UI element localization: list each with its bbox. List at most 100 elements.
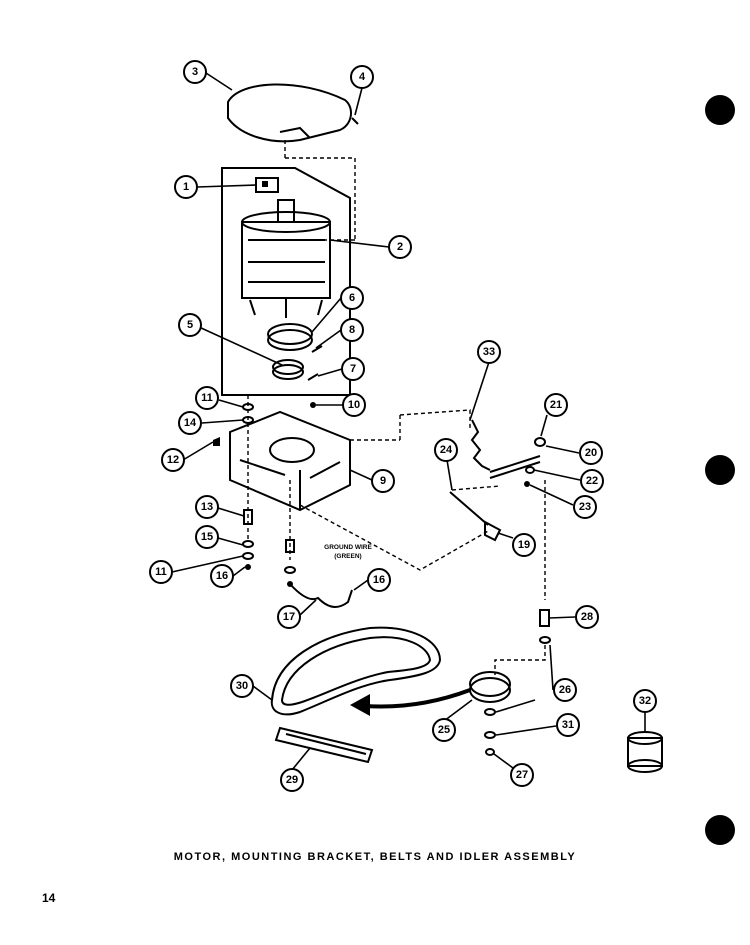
svg-text:10: 10 [348,399,360,411]
callout-30: 30 [230,674,254,698]
motor-switch [255,177,279,193]
motor [241,199,331,318]
svg-text:20: 20 [585,447,597,459]
svg-text:3: 3 [192,66,198,78]
page-number: 14 [42,891,56,905]
svg-text:28: 28 [581,611,593,623]
motor-pulley-small [272,359,304,380]
callout-14: 14 [178,411,202,435]
idler-link-line [451,480,546,600]
idler-rod [449,491,502,542]
idler-arm [489,437,546,487]
svg-text:6: 6 [349,292,355,304]
svg-text:32: 32 [639,695,651,707]
svg-text:14: 14 [184,417,197,429]
callout-22: 22 [580,469,604,493]
callout-9: 9 [371,469,395,493]
callout-2: 2 [388,235,412,259]
svg-text:19: 19 [518,539,530,551]
svg-text:24: 24 [440,444,453,456]
callout-21: 21 [544,393,568,417]
callout-26: 26 [553,678,577,702]
diagram-caption: MOTOR, MOUNTING BRACKET, BELTS AND IDLER… [173,851,577,863]
callout-12: 12 [161,448,185,472]
callout-25: 25 [432,718,456,742]
callout-13: 13 [195,495,219,519]
bracket-link-line [299,409,491,571]
callout-29: 29 [280,768,304,792]
callout-1: 1 [174,175,198,199]
callout-3: 3 [183,60,207,84]
leader-lines [171,72,646,771]
callout-17: 17 [277,605,301,629]
callout-11-top: 11 [195,386,219,410]
svg-text:29: 29 [286,774,298,786]
callout-31: 31 [556,713,580,737]
mounting-bracket [229,410,351,512]
svg-text:22: 22 [586,475,598,487]
svg-text:27: 27 [516,769,528,781]
svg-text:15: 15 [201,531,213,543]
svg-text:9: 9 [380,475,386,487]
callout-7: 7 [341,357,365,381]
callout-10: 10 [342,393,366,417]
svg-text:7: 7 [350,363,356,375]
cover-alignment-line [284,140,356,241]
svg-text:5: 5 [187,319,193,331]
hardware-stack-left [213,403,254,570]
svg-text:11: 11 [155,566,167,578]
ground-wire [289,583,353,608]
idler-spring [470,419,491,471]
svg-text:23: 23 [579,501,591,513]
callout-24: 24 [434,438,458,462]
motor-pulley-large [267,323,313,351]
svg-text:11: 11 [201,392,213,404]
callout-28: 28 [575,605,599,629]
svg-text:25: 25 [438,724,450,736]
svg-text:16: 16 [373,574,385,586]
svg-text:17: 17 [283,611,295,623]
cover-screw [351,117,359,125]
ground-wire-label-line2: (GREEN) [334,553,362,560]
svg-text:31: 31 [562,719,574,731]
motor-cover [227,83,352,143]
callout-16-left: 16 [210,564,234,588]
svg-text:1: 1 [183,181,189,193]
ground-wire-label-line1: GROUND WIRE [324,544,372,551]
svg-text:16: 16 [216,570,228,582]
callout-27: 27 [510,763,534,787]
callout-8: 8 [340,318,364,342]
callout-4: 4 [350,65,374,89]
binder-hole-top [705,95,735,125]
callout-6: 6 [340,286,364,310]
drive-belt [270,626,442,716]
agitate-belt [274,726,374,764]
capacitor [627,731,663,773]
svg-text:30: 30 [236,680,248,692]
callout-5: 5 [178,313,202,337]
binder-hole-bottom [705,815,735,845]
binder-hole-middle [705,455,735,485]
svg-text:8: 8 [349,324,355,336]
callout-11-bottom: 11 [149,560,173,584]
svg-text:13: 13 [201,501,213,513]
callout-33: 33 [477,340,501,364]
callout-15: 15 [195,525,219,549]
callout-16-right: 16 [367,568,391,592]
idler-pulley [469,671,511,756]
svg-text:12: 12 [167,454,179,466]
svg-text:33: 33 [483,346,495,358]
direction-arrow [350,688,471,716]
set-screw-upper [311,345,323,353]
callout-32: 32 [633,689,657,713]
callout-20: 20 [579,441,603,465]
svg-text:4: 4 [359,71,366,83]
callout-23: 23 [573,495,597,519]
svg-text:2: 2 [397,241,403,253]
svg-text:26: 26 [559,684,571,696]
set-screw-lower [307,373,319,381]
callout-19: 19 [512,533,536,557]
ground-wire-label: GROUND WIRE (GREEN) [318,543,378,561]
svg-text:21: 21 [550,399,562,411]
